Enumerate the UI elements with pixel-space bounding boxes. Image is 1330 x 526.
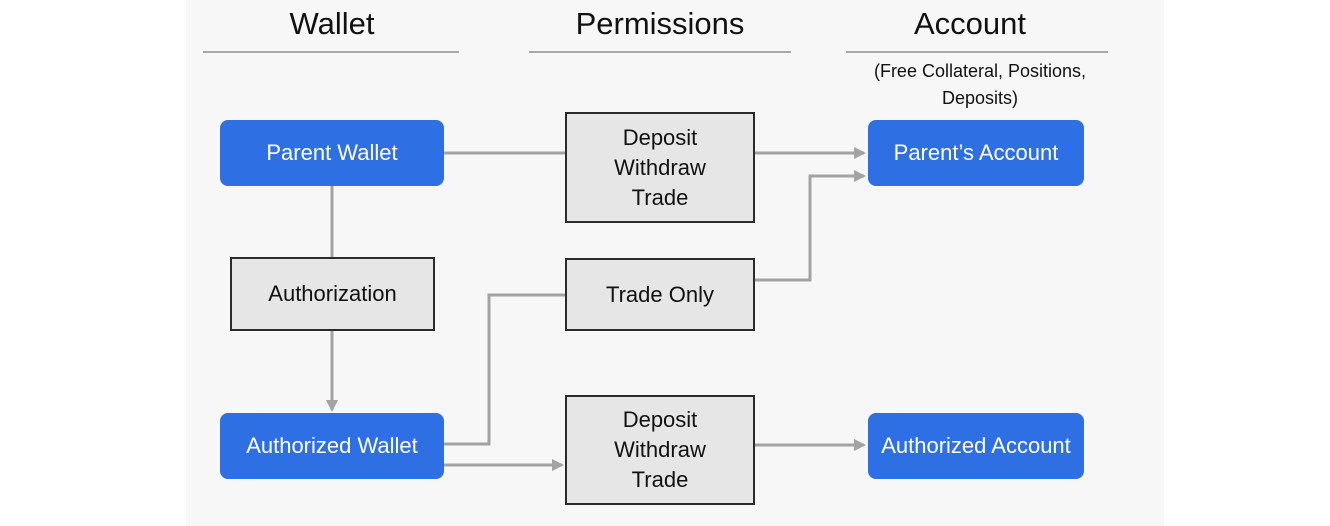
column-rule-account bbox=[846, 51, 1108, 53]
account-note-line-2: Deposits) bbox=[941, 88, 1019, 108]
link-authorized-wallet-to-trade-only bbox=[444, 293, 566, 446]
permission-box-trade-only: Trade Only bbox=[565, 258, 755, 331]
account-note: (Free Collateral, Positions, Deposits) bbox=[830, 58, 1130, 112]
permission-withdraw: Withdraw bbox=[614, 154, 706, 180]
node-authorized-account: Authorized Account bbox=[868, 413, 1084, 479]
permission-deposit: Deposit bbox=[622, 407, 698, 432]
permission-trade: Trade bbox=[631, 467, 689, 492]
column-title-wallet: Wallet bbox=[289, 6, 375, 41]
column-rule-permissions bbox=[529, 51, 791, 53]
link-trade-only-to-parent-account bbox=[754, 170, 866, 282]
column-title-account: Account bbox=[913, 6, 1026, 41]
column-title-permissions: Permissions bbox=[575, 6, 745, 41]
permission-box-parent: Deposit Withdraw Trade bbox=[565, 112, 755, 223]
column-rule-wallet bbox=[203, 51, 459, 53]
permission-deposit: Deposit bbox=[622, 124, 698, 150]
node-authorized-wallet: Authorized Wallet bbox=[220, 413, 444, 479]
node-authorization: Authorization bbox=[230, 257, 435, 331]
permission-withdraw: Withdraw bbox=[614, 437, 706, 462]
permission-trade: Trade bbox=[631, 184, 689, 210]
permission-box-authorized: Deposit Withdraw Trade bbox=[565, 395, 755, 505]
node-parent-account: Parent’s Account bbox=[868, 120, 1084, 186]
account-note-line-1: (Free Collateral, Positions, bbox=[873, 61, 1087, 81]
node-parent-wallet: Parent Wallet bbox=[220, 120, 444, 186]
